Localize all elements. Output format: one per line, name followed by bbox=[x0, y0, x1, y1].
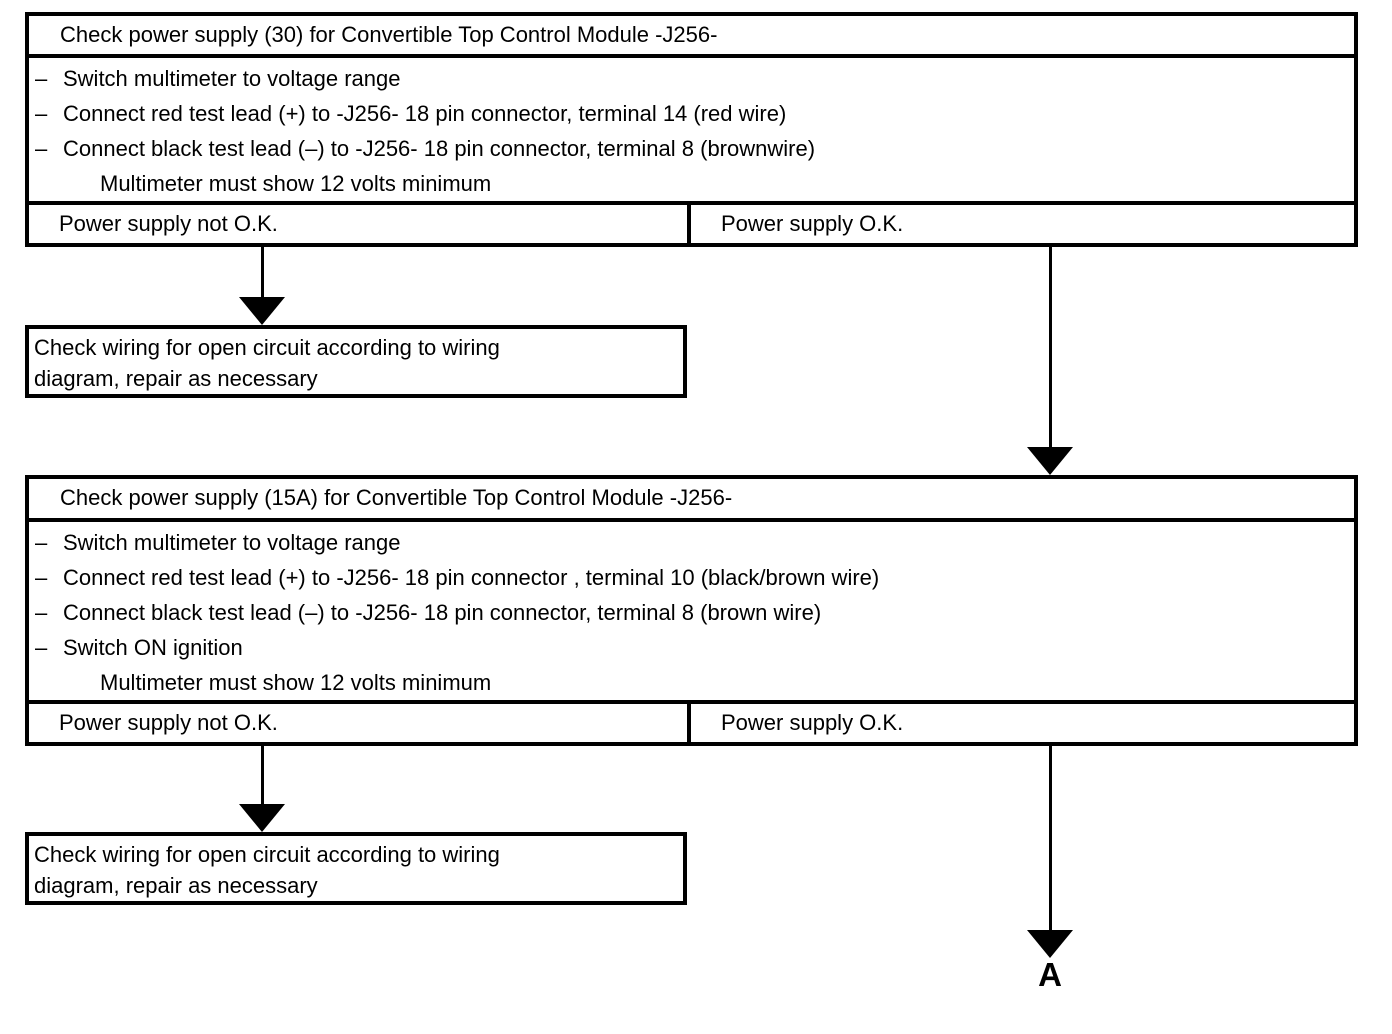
block-steps: – Switch multimeter to voltage range – C… bbox=[29, 522, 1354, 700]
step-dash: – bbox=[35, 136, 48, 161]
step-dash: – bbox=[35, 101, 48, 126]
step-item-note: Multimeter must show 12 volts minimum bbox=[35, 665, 1344, 700]
step-dash bbox=[35, 665, 100, 700]
result-cell-not-ok: Power supply not O.K. bbox=[29, 703, 691, 742]
step-text: Switch multimeter to voltage range bbox=[63, 529, 401, 555]
step-item: – Connect red test lead (+) to -J256- 18… bbox=[35, 96, 1344, 131]
step-text: Connect red test lead (+) to -J256- 18 p… bbox=[63, 101, 787, 126]
action-text-line: diagram, repair as necessary bbox=[34, 366, 318, 391]
step-dash: – bbox=[35, 66, 48, 91]
step-item: – Connect black test lead (–) to -J256- … bbox=[35, 595, 1344, 630]
arrow-stem bbox=[260, 247, 264, 297]
step-item-note: Multimeter must show 12 volts minimum bbox=[35, 166, 1344, 201]
step-dash: – bbox=[35, 529, 48, 555]
action-box-check-wiring-1: Check wiring for open circuit according … bbox=[25, 325, 687, 398]
action-text-line: diagram, repair as necessary bbox=[34, 873, 318, 898]
down-arrow-ok-2 bbox=[1027, 746, 1073, 958]
action-text-line: Check wiring for open circuit according … bbox=[34, 335, 500, 360]
result-cell-ok: Power supply O.K. bbox=[721, 709, 904, 735]
step-dash: – bbox=[35, 564, 48, 590]
step-item: – Connect black test lead (–) to -J256- … bbox=[35, 131, 1344, 166]
action-text-line: Check wiring for open circuit according … bbox=[34, 842, 500, 867]
step-text: Switch ON ignition bbox=[63, 634, 243, 660]
step-item: – Connect red test lead (+) to -J256- 18… bbox=[35, 560, 1344, 595]
step-text: Connect red test lead (+) to -J256- 18 p… bbox=[63, 564, 880, 590]
block-title: Check power supply (15A) for Convertible… bbox=[29, 479, 1354, 522]
arrow-head-icon bbox=[239, 804, 285, 832]
arrow-stem bbox=[260, 746, 264, 804]
step-text: Connect black test lead (–) to -J256- 18… bbox=[63, 599, 822, 625]
down-arrow-not-ok-1 bbox=[239, 247, 285, 325]
block-title: Check power supply (30) for Convertible … bbox=[29, 16, 1354, 58]
step-dash bbox=[35, 166, 100, 201]
arrow-head-icon bbox=[1027, 447, 1073, 475]
arrow-head-icon bbox=[239, 297, 285, 325]
step-dash: – bbox=[35, 634, 48, 660]
step-text: Multimeter must show 12 volts minimum bbox=[100, 669, 492, 695]
step-text: Multimeter must show 12 volts minimum bbox=[100, 171, 492, 196]
test-block-power-supply-15a: Check power supply (15A) for Convertible… bbox=[25, 475, 1358, 746]
step-text: Switch multimeter to voltage range bbox=[63, 66, 401, 91]
arrow-head-icon bbox=[1027, 930, 1073, 958]
down-arrow-ok-1 bbox=[1027, 247, 1073, 475]
arrow-stem bbox=[1048, 746, 1052, 930]
step-item: – Switch multimeter to voltage range bbox=[35, 525, 1344, 560]
step-item: – Switch ON ignition bbox=[35, 630, 1344, 665]
down-arrow-not-ok-2 bbox=[239, 746, 285, 832]
arrow-stem bbox=[1048, 247, 1052, 447]
action-box-check-wiring-2: Check wiring for open circuit according … bbox=[25, 832, 687, 905]
step-dash: – bbox=[35, 599, 48, 625]
step-text: Connect black test lead (–) to -J256- 18… bbox=[63, 136, 816, 161]
step-item: – Switch multimeter to voltage range bbox=[35, 61, 1344, 96]
result-row: Power supply not O.K. Power supply O.K. bbox=[29, 201, 1354, 243]
continuation-label-a: A bbox=[1038, 956, 1062, 993]
result-row: Power supply not O.K. Power supply O.K. bbox=[29, 699, 1354, 742]
result-cell-not-ok: Power supply not O.K. bbox=[29, 205, 691, 243]
result-cell-ok: Power supply O.K. bbox=[721, 211, 904, 236]
block-steps: – Switch multimeter to voltage range – C… bbox=[29, 58, 1354, 201]
test-block-power-supply-30: Check power supply (30) for Convertible … bbox=[25, 12, 1358, 247]
